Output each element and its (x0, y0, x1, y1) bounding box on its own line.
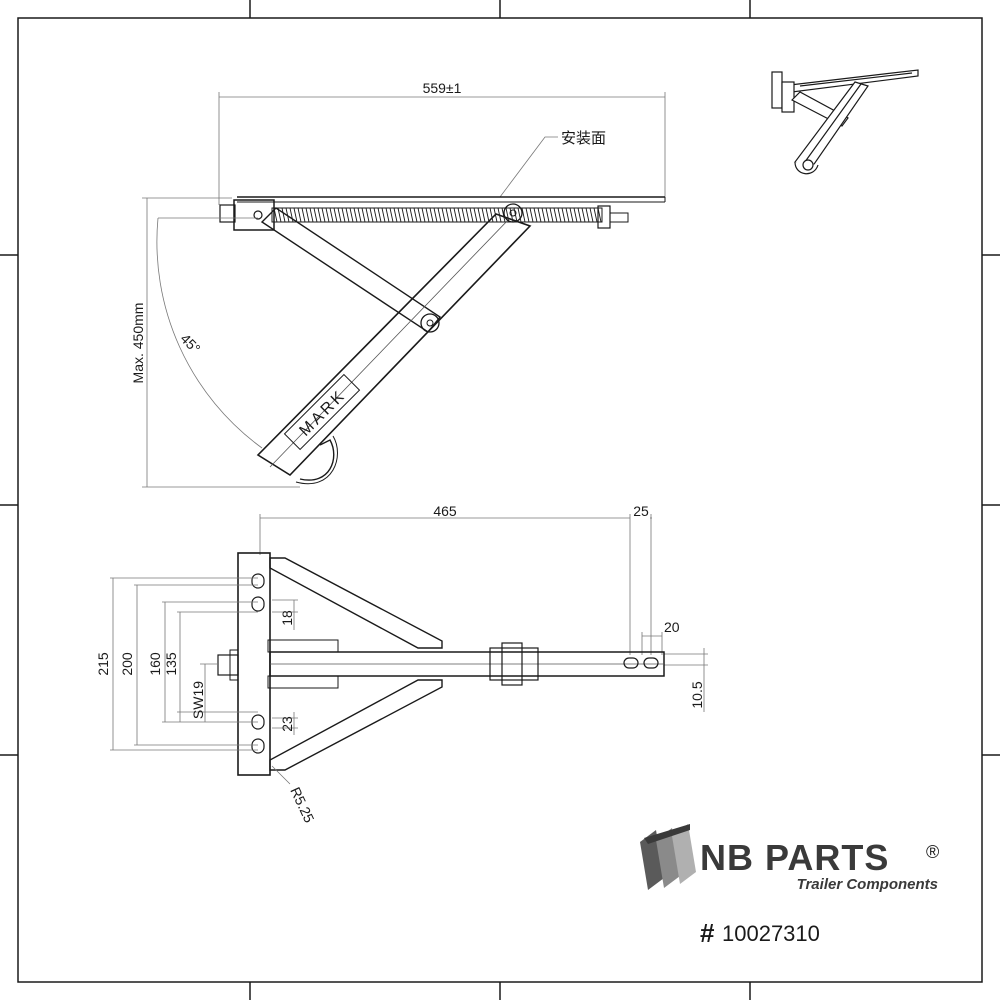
isometric-thumbnail (771, 69, 919, 175)
angle-label: 45° (177, 330, 203, 356)
hash-symbol: # (700, 918, 715, 948)
dim-465: 465 (433, 503, 457, 519)
dim-10-5: 10.5 (689, 681, 705, 708)
dim-200: 200 (119, 652, 135, 676)
dim-max-height: Max. 450mm (130, 303, 146, 384)
nb-logo-mark (640, 824, 696, 890)
side-view: 559±1 安装面 MARK (130, 80, 666, 488)
dim-25: 25 (633, 503, 649, 519)
brand-tagline: Trailer Components (797, 876, 938, 893)
radius-label: R5.25 (287, 785, 317, 826)
registered-mark: ® (926, 842, 939, 862)
dim-23: 23 (279, 716, 295, 732)
part-number: 10027310 (722, 921, 820, 946)
part-number-block: # 10027310 (700, 918, 820, 948)
dim-20: 20 (664, 619, 680, 635)
dim-135: 135 (163, 652, 179, 676)
spring-coil (273, 207, 602, 223)
brand-name: NB PARTS (700, 837, 889, 878)
mount-surface-label: 安装面 (561, 130, 606, 147)
wrench-size-label: SW19 (190, 681, 206, 719)
mark-stamp: MARK (296, 386, 349, 439)
dim-18: 18 (279, 610, 295, 626)
brand-logo: NB PARTS ® Trailer Components (640, 824, 939, 893)
dim-215: 215 (95, 652, 111, 676)
top-view: 465 25 20 10.5 (95, 503, 708, 825)
dim-length-559: 559±1 (423, 80, 462, 96)
dim-160: 160 (147, 652, 163, 676)
